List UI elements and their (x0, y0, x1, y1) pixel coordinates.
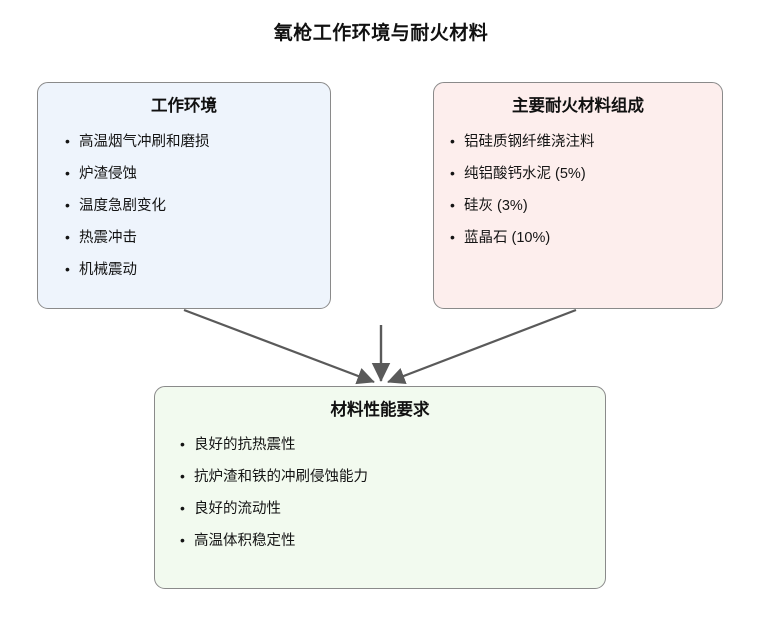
connector-refractory-composition-to-performance-requirements (387, 308, 577, 385)
connector-work-environment-to-performance-requirements (183, 308, 375, 385)
page-title: 氧枪工作环境与耐火材料 (273, 23, 489, 44)
list-item: 热震冲击 (65, 229, 330, 247)
node-performance-requirements[interactable]: 材料性能要求 良好的抗热震性 抗炉渣和铁的冲刷侵蚀能力 良好的流动性 高温体积稳… (154, 386, 606, 589)
list-item: 蓝晶石 (10%) (450, 229, 722, 247)
list-item: 纯铝酸钙水泥 (5%) (450, 165, 722, 183)
list-item: 良好的抗热震性 (180, 436, 605, 454)
node-performance-requirements-list: 良好的抗热震性 抗炉渣和铁的冲刷侵蚀能力 良好的流动性 高温体积稳定性 (180, 436, 605, 550)
list-item: 炉渣侵蚀 (65, 165, 330, 183)
list-item: 良好的流动性 (180, 500, 605, 518)
list-item: 高温体积稳定性 (180, 532, 605, 550)
node-work-environment[interactable]: 工作环境 高温烟气冲刷和磨损 炉渣侵蚀 温度急剧变化 热震冲击 机械震动 (37, 82, 331, 309)
list-item: 高温烟气冲刷和磨损 (65, 133, 330, 151)
list-item: 温度急剧变化 (65, 197, 330, 215)
node-work-environment-title: 工作环境 (151, 97, 217, 115)
list-item: 机械震动 (65, 261, 330, 279)
node-refractory-composition-title: 主要耐火材料组成 (512, 97, 644, 115)
list-item: 抗炉渣和铁的冲刷侵蚀能力 (180, 468, 605, 486)
node-refractory-composition-list: 铝硅质钢纤维浇注料 纯铝酸钙水泥 (5%) 硅灰 (3%) 蓝晶石 (10%) (450, 133, 722, 247)
node-work-environment-list: 高温烟气冲刷和磨损 炉渣侵蚀 温度急剧变化 热震冲击 机械震动 (65, 133, 330, 280)
node-performance-requirements-title: 材料性能要求 (330, 401, 430, 419)
list-item: 铝硅质钢纤维浇注料 (450, 133, 722, 151)
list-item: 硅灰 (3%) (450, 197, 722, 215)
node-refractory-composition[interactable]: 主要耐火材料组成 铝硅质钢纤维浇注料 纯铝酸钙水泥 (5%) 硅灰 (3%) 蓝… (433, 82, 723, 309)
